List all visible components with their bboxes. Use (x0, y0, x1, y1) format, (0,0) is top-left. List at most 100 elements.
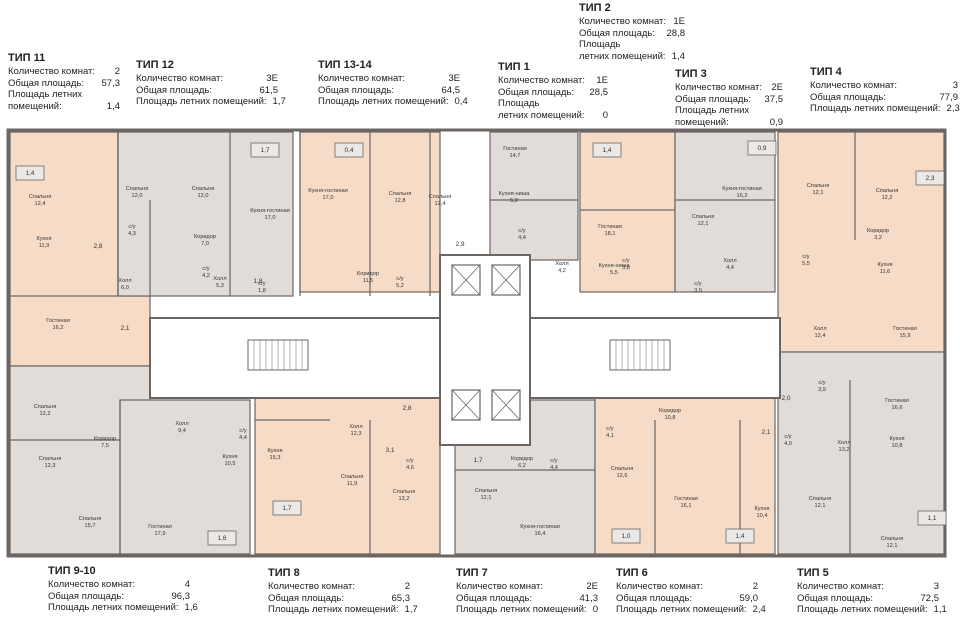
legend-key: помещений: (8, 100, 62, 112)
legend-key: Площадь (579, 39, 621, 50)
legend-value: 0 (602, 109, 608, 121)
legend-key: Общая площадь: (268, 592, 345, 604)
legend-value: 1,7 (404, 604, 418, 615)
legend-title: ТИП 7 (456, 567, 488, 579)
apartment-block (579, 131, 676, 293)
legend-key: Количество комнат: (318, 73, 406, 84)
legend-key: Общая площадь: (456, 592, 533, 604)
legend-row: Площадь летних (8, 89, 120, 101)
legend-row: Общая площадь: 65,3 (268, 593, 410, 605)
legend-row: Общая площадь:96,3 (48, 591, 190, 603)
apartment-block (119, 399, 251, 555)
apartment-block (594, 397, 776, 555)
legend-row: помещений:0,9 (675, 117, 783, 129)
balcony-area: 0,9 (757, 145, 766, 152)
legend-row: Общая площадь:41,3 (456, 593, 598, 605)
legend-title: ТИП 3 (675, 68, 707, 80)
legend-value: 61,5 (259, 84, 279, 96)
legend-row: Площадь летних помещений:1,7 (136, 96, 286, 108)
legend-value: 2 (114, 66, 120, 77)
legend-row: Общая площадь:77,9 (810, 92, 958, 104)
legend-key: Общая площадь: (318, 84, 395, 96)
balcony-area: 2,3 (925, 175, 934, 182)
legend-key: Количество комнат: (268, 581, 356, 592)
stair-lift-core (247, 264, 671, 421)
legend-key: Количество комнат: (48, 579, 136, 590)
legend-value: 0 (592, 604, 598, 615)
legend-value: 3 (952, 80, 958, 91)
legend-key: Площадь летних помещений: (616, 604, 747, 615)
legend-value: 28,8 (666, 27, 686, 39)
balcony-area: 1,7 (260, 147, 269, 154)
legend-row: Количество комнат:3Е (318, 73, 460, 85)
balcony (207, 530, 237, 546)
balcony-area: 1,4 (735, 533, 744, 540)
legend-row: Площадь летних помещений:1,1 (797, 604, 947, 616)
legend-row: Площадь летних помещений:0 (456, 604, 598, 616)
legend-key: Количество комнат: (810, 80, 898, 91)
legend-row: Количество комнат:3Е (136, 73, 278, 85)
legend-key: Количество комнат: (579, 16, 667, 27)
legend-key: Общая площадь: (48, 590, 125, 602)
legend-value: 2,3 (946, 103, 960, 114)
balcony (334, 142, 364, 158)
legend-row: Общая площадь: 28,8 (579, 28, 685, 40)
legend-row: летних помещений:1,4 (579, 51, 685, 63)
legend-key: летних помещений: (498, 109, 585, 121)
apartment-block (9, 295, 151, 367)
balcony (15, 165, 45, 181)
balcony (592, 142, 622, 158)
balcony (915, 170, 945, 186)
storage-area: 2,9 (455, 241, 464, 248)
legend-key: Площадь летних помещений: (318, 96, 449, 107)
legend-title: ТИП 6 (616, 567, 648, 579)
legend-value: 57,3 (101, 77, 121, 89)
legend-value: 3 (933, 581, 939, 592)
legend-row: Количество комнат:3 (797, 581, 939, 593)
staircase (609, 339, 671, 371)
legend-value: 0,4 (454, 96, 468, 107)
legend-value: 65,3 (391, 592, 411, 604)
legend-key: Общая площадь: (579, 27, 656, 39)
storage-area: 2,0 (781, 395, 790, 402)
apartment-block (489, 131, 579, 261)
legend-row: Количество комнат:2Е (456, 581, 598, 593)
legend-row: Количество комнат:2 (8, 66, 120, 78)
balcony-area: 1,4 (602, 147, 611, 154)
legend-row: Общая площадь:37,5 (675, 94, 783, 106)
legend-key: Площадь (498, 98, 540, 109)
legend-key: Площадь летних (675, 105, 750, 116)
legend-key: Общая площадь: (8, 77, 85, 89)
